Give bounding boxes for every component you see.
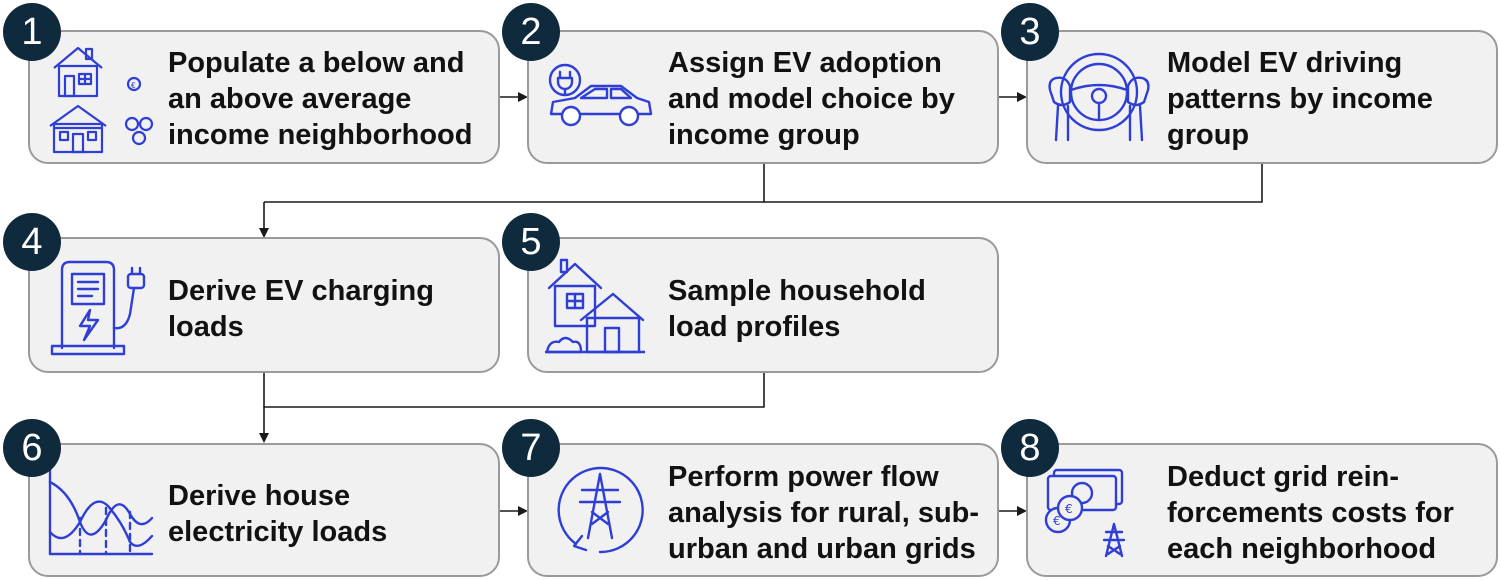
house-icon bbox=[545, 258, 645, 356]
svg-text:€: € bbox=[131, 81, 136, 90]
houses-money-icon: € bbox=[48, 44, 160, 154]
load-curve-icon bbox=[46, 462, 154, 558]
step-3-box bbox=[1026, 30, 1498, 164]
charging-station-icon bbox=[48, 258, 156, 356]
svg-text:€: € bbox=[1065, 502, 1073, 516]
step-4-box bbox=[28, 237, 500, 373]
step-3-badge: 3 bbox=[1001, 3, 1059, 61]
electric-car-icon bbox=[545, 58, 655, 132]
step-1-badge: 1 bbox=[3, 3, 61, 61]
svg-text:€: € bbox=[1053, 514, 1061, 528]
step-4-badge: 4 bbox=[3, 213, 61, 271]
step-1-box bbox=[28, 30, 500, 164]
step-5-badge: 5 bbox=[502, 213, 560, 271]
banknote-tower-icon: € € bbox=[1044, 466, 1150, 558]
power-tower-cycle-icon bbox=[552, 462, 648, 558]
steering-wheel-icon bbox=[1046, 50, 1152, 142]
step-8-badge: 8 bbox=[1001, 419, 1059, 477]
step-6-badge: 6 bbox=[3, 419, 61, 477]
connector-2-3-to-4 bbox=[763, 163, 1263, 203]
connector-4-5-to-6 bbox=[263, 373, 765, 408]
step-2-badge: 2 bbox=[502, 3, 560, 61]
step-7-badge: 7 bbox=[502, 419, 560, 477]
